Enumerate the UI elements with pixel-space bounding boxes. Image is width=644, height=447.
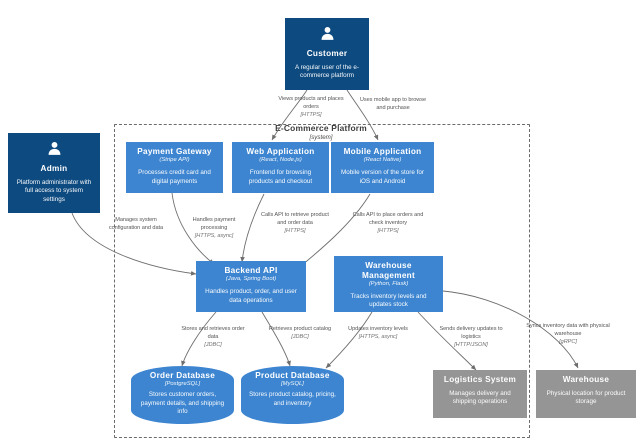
node-description: A regular user of the e-commerce platfor…: [294, 63, 360, 80]
node-title: Order Database: [149, 371, 216, 380]
node-logistics-system[interactable]: Logistics System Manages delivery and sh…: [433, 370, 527, 418]
node-mobile-application[interactable]: Mobile Application (React Native) Mobile…: [331, 142, 434, 193]
node-description: Mobile version of the store for iOS and …: [341, 169, 424, 185]
node-title: Warehouse: [562, 375, 610, 384]
node-title: Web Application: [246, 147, 315, 156]
edge-label-protocol: [JDBC]: [291, 334, 309, 341]
node-technology: [PostgreSQL]: [164, 381, 201, 388]
node-technology: (React, Node.js): [259, 157, 302, 164]
node-title: Backend API: [224, 266, 278, 275]
node-warehouse[interactable]: Warehouse Physical location for product …: [536, 370, 636, 418]
node-technology: [MySQL]: [281, 381, 304, 388]
node-description: Platform administrator with full access …: [16, 178, 92, 203]
edge-label-backend-productdb: Retrieves product catalog [JDBC]: [268, 325, 332, 341]
node-title: Payment Gateway: [137, 147, 212, 156]
edge-label-protocol: [HTTPS]: [377, 228, 399, 235]
node-technology: (Python, Flask): [368, 280, 409, 287]
edge-label-protocol: [gRPC]: [559, 339, 577, 346]
node-description: Processes credit card and digital paymen…: [138, 169, 211, 185]
person-icon: [46, 140, 63, 162]
node-order-database[interactable]: Order Database [PostgreSQL] Stores custo…: [131, 366, 234, 424]
edge-label-warehouse-physical: Syncs inventory data with physical wareh…: [526, 322, 610, 346]
edge-label-text: Updates inventory levels: [348, 326, 408, 332]
node-admin[interactable]: Admin Platform administrator with full a…: [8, 133, 100, 213]
node-description: Tracks inventory levels and updates stoc…: [350, 292, 427, 309]
node-customer[interactable]: Customer A regular user of the e-commerc…: [285, 18, 369, 90]
edge-label-text: Sends delivery updates to logistics: [439, 326, 503, 341]
edge-label-mobile-backend: Calls API to place orders and check inve…: [352, 211, 424, 235]
edge-label-text: Uses mobile app to browse and purchase: [359, 97, 427, 112]
edge-label-protocol: [JDBC]: [204, 342, 222, 349]
node-technology: (React Native): [363, 157, 402, 164]
node-web-application[interactable]: Web Application (React, Node.js) Fronten…: [232, 142, 329, 193]
edge-label-text: Manages system configuration and data: [108, 217, 164, 232]
node-title: Product Database: [255, 371, 330, 380]
node-payment-gateway[interactable]: Payment Gateway (Stripe API) Processes c…: [126, 142, 223, 193]
edge-label-text: Stores and retrieves order data: [181, 326, 245, 341]
node-description: Handles product, order, and user data op…: [205, 288, 297, 304]
node-technology: (Stripe API): [159, 157, 190, 164]
node-description: Frontend for browsing products and check…: [248, 169, 313, 185]
edge-label-admin-backend: Manages system configuration and data: [101, 216, 171, 232]
edge-label-text: Handles payment processing: [192, 217, 236, 232]
edge-label-text: Calls API to place orders and check inve…: [352, 212, 424, 227]
edge-label-text: Retrieves product catalog: [268, 326, 332, 332]
edge-label-protocol: [HTTPS]: [300, 112, 322, 119]
edge-label-customer-web: Views products and places orders [HTTPS]: [277, 95, 345, 119]
node-product-database[interactable]: Product Database [MySQL] Stores product …: [241, 366, 344, 424]
edge-label-backend-orderdb: Stores and retrieves order data [JDBC]: [178, 325, 248, 349]
edge-label-protocol: [HTTPS, async]: [358, 334, 398, 341]
node-title: Warehouse Management: [361, 261, 416, 280]
boundary-subtitle: [system]: [309, 133, 333, 141]
node-technology: (Java, Spring Boot): [225, 276, 277, 283]
node-description: Stores customer orders, payment details,…: [140, 391, 225, 416]
node-description: Stores product catalog, pricing, and inv…: [249, 391, 336, 407]
edge-label-protocol: [HTTPS, async]: [194, 233, 234, 240]
node-description: Physical location for product storage: [546, 389, 626, 406]
edge-label-protocol: [HTTP/JSON]: [454, 342, 488, 349]
edge-label-text: Views products and places orders: [278, 96, 344, 111]
node-title: Mobile Application: [343, 147, 422, 156]
edge-label-warehouse-productdb: Updates inventory levels [HTTPS, async]: [345, 325, 411, 341]
node-title: Admin: [40, 164, 68, 173]
edge-label-warehouse-logistics: Sends delivery updates to logistics [HTT…: [433, 325, 509, 349]
node-title: Logistics System: [443, 375, 517, 384]
node-backend-api[interactable]: Backend API (Java, Spring Boot) Handles …: [196, 261, 306, 312]
system-boundary-label: E-Commerce Platform [system]: [231, 123, 411, 141]
edge-label-text: Syncs inventory data with physical wareh…: [526, 323, 610, 338]
edge-label-payment-backend: Handles payment processing [HTTPS, async…: [180, 216, 248, 240]
system-boundary: [114, 124, 530, 438]
node-title: Customer: [306, 49, 348, 58]
edge-label-web-backend: Calls API to retrieve product and order …: [259, 211, 331, 235]
boundary-title: E-Commerce Platform: [275, 123, 367, 133]
edge-label-protocol: [HTTPS]: [284, 228, 306, 235]
node-description: Manages delivery and shipping operations: [449, 389, 511, 406]
edge-label-customer-mobile: Uses mobile app to browse and purchase: [357, 96, 429, 112]
person-icon: [319, 25, 336, 47]
node-warehouse-management[interactable]: Warehouse Management (Python, Flask) Tra…: [334, 256, 443, 312]
edge-label-text: Calls API to retrieve product and order …: [261, 212, 329, 227]
